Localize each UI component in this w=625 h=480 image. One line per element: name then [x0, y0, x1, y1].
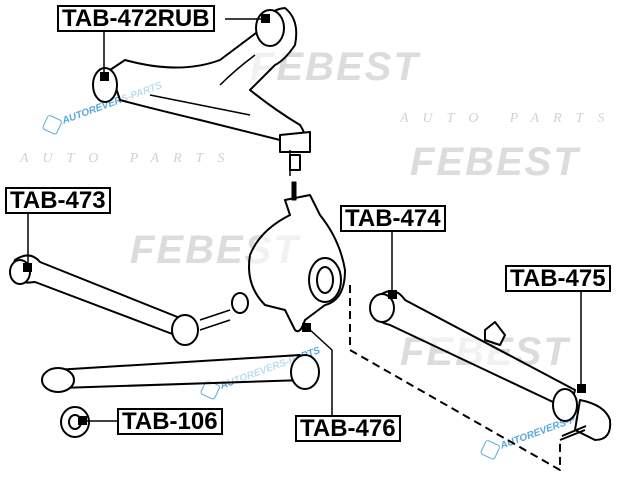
dashed-outline — [349, 285, 561, 471]
part-label-tab-473[interactable]: TAB-473 — [5, 187, 111, 214]
watermark-sub: AUTO PARTS — [20, 151, 239, 166]
watermark-brand: FEBEST — [410, 140, 580, 184]
part-label-tab-475[interactable]: TAB-475 — [505, 265, 611, 292]
leader-lines — [27, 18, 582, 422]
part-label-tab-476[interactable]: TAB-476 — [295, 415, 401, 442]
control-arm-upper — [92, 7, 311, 171]
part-label-tab-474[interactable]: TAB-474 — [340, 205, 446, 232]
trailing-arm — [369, 290, 612, 441]
marker-squares — [23, 14, 586, 425]
part-label-tab-472rub[interactable]: TAB-472RUB — [57, 5, 215, 32]
steering-knuckle — [248, 181, 346, 333]
lower-link — [41, 354, 320, 438]
lateral-link — [9, 254, 249, 346]
part-label-tab-106[interactable]: TAB-106 — [117, 408, 223, 435]
watermark-sub: AUTO PARTS — [400, 111, 619, 126]
